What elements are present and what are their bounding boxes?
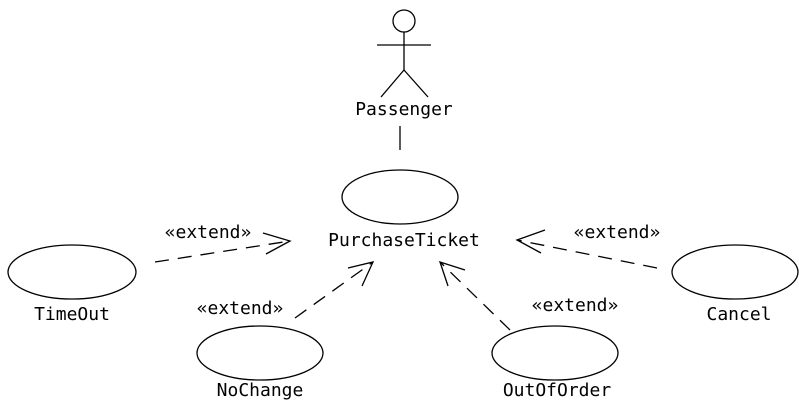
use-case-oval (196, 325, 324, 381)
use-case-oval (491, 325, 619, 381)
arrowhead-icon (262, 232, 292, 255)
stereotype-label: «extend» (197, 298, 284, 319)
extend-nochange-relation[interactable]: «extend» (197, 261, 375, 319)
extend-dashed-line (439, 261, 511, 331)
use-case-oval (341, 169, 459, 225)
extend-dashed-line (516, 239, 658, 269)
use-case-label: PurchaseTicket (328, 230, 480, 251)
use-case-purchase-ticket[interactable]: PurchaseTicket (328, 169, 480, 251)
use-case-outoforder[interactable]: OutOfOrder (491, 325, 619, 401)
actor-right-leg (403, 69, 429, 98)
extend-cancel-relation[interactable]: «extend» (515, 222, 661, 269)
use-case-oval (7, 244, 137, 300)
use-case-label: OutOfOrder (503, 380, 612, 401)
use-case-label: TimeOut (34, 304, 110, 325)
actor-left-leg (380, 69, 405, 98)
arrowhead-icon (438, 260, 466, 287)
actor-head (392, 9, 416, 33)
actor-passenger[interactable]: Passenger (355, 9, 453, 120)
use-case-label: Cancel (706, 304, 771, 325)
extend-outoforder-relation[interactable]: «extend» (438, 260, 619, 331)
actor-label: Passenger (355, 99, 453, 120)
stereotype-label: «extend» (165, 222, 252, 243)
arrowhead-icon (515, 229, 546, 254)
use-case-oval (671, 244, 799, 300)
stereotype-label: «extend» (532, 295, 619, 316)
use-case-label: NoChange (217, 380, 304, 401)
use-case-timeout[interactable]: TimeOut (7, 244, 137, 325)
extend-dashed-line (294, 261, 374, 319)
extend-timeout-relation[interactable]: «extend» (154, 222, 292, 263)
arrowhead-icon (347, 261, 375, 287)
use-case-nochange[interactable]: NoChange (196, 325, 324, 401)
stereotype-label: «extend» (574, 222, 661, 243)
use-case-cancel[interactable]: Cancel (671, 244, 799, 325)
